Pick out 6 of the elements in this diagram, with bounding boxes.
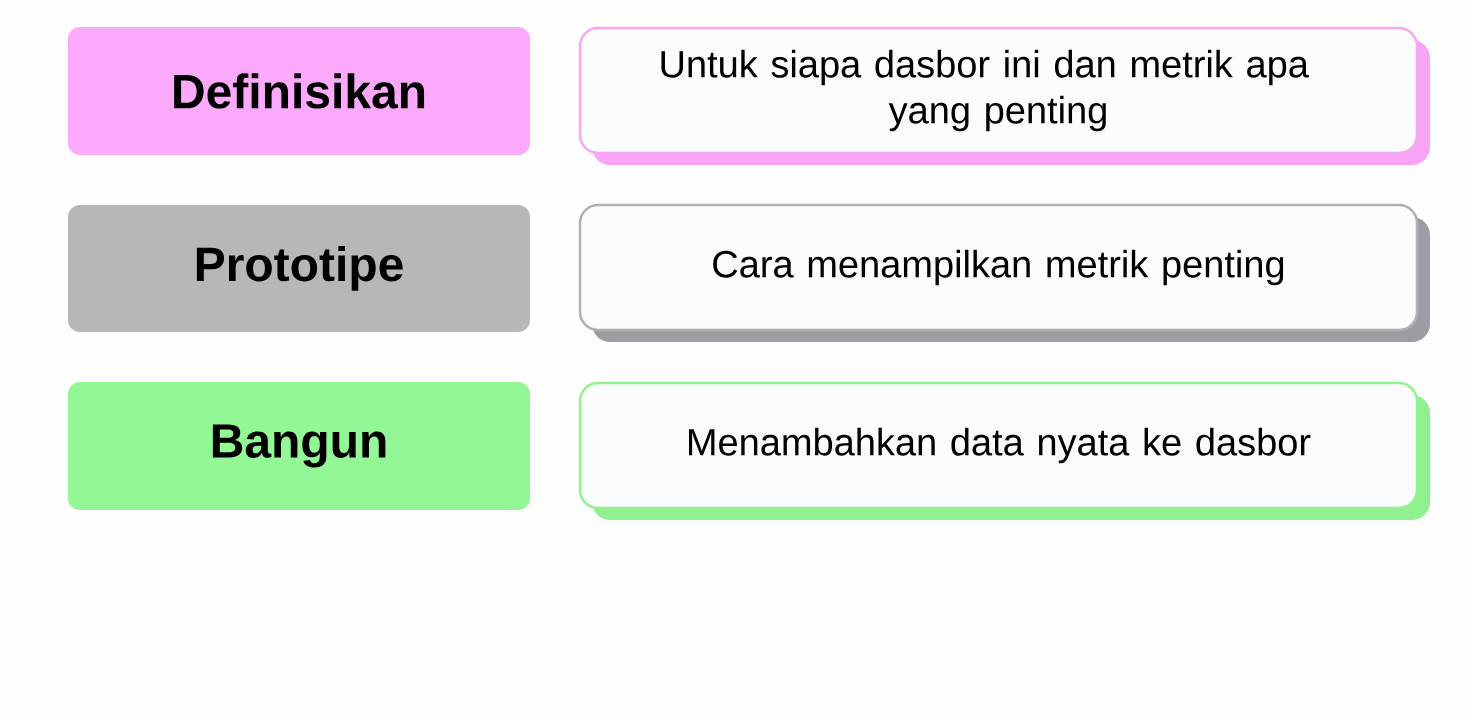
step-label-box: Prototipe xyxy=(68,205,530,332)
description-card: Menambahkan data nyata ke dasbor xyxy=(578,381,1430,520)
step-label-box: Definisikan xyxy=(68,27,530,155)
step-label-box: Bangun xyxy=(68,382,530,510)
description-card: Untuk siapa dasbor ini dan metrik apa yang penting xyxy=(578,26,1430,165)
description-card: Cara menampilkan metrik penting xyxy=(578,203,1430,342)
